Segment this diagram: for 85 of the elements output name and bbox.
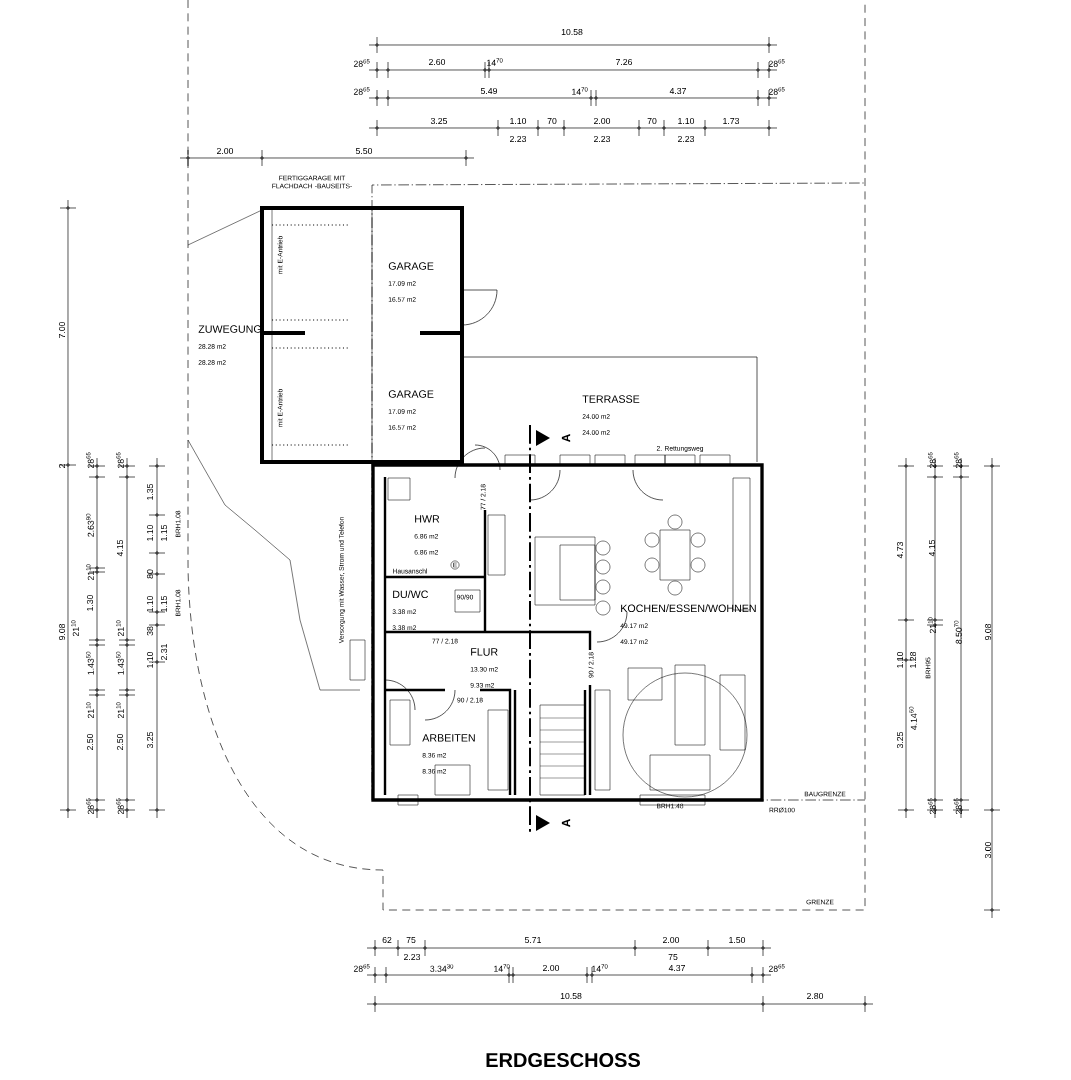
dimension-label: 1.10	[896, 651, 904, 668]
dimension-label: 1.10	[146, 595, 154, 612]
dimension-label: 62	[382, 936, 392, 944]
dimension-label: 1.35	[146, 483, 154, 500]
dimension-label: 14$^{70}$	[494, 964, 510, 972]
dimension-label: 1.28	[909, 651, 917, 668]
dimension-label: 75	[668, 954, 678, 961]
dimension-label: 9.08	[984, 623, 992, 641]
dimension-label: 2.23	[404, 953, 421, 961]
dimension-label: 1.10	[146, 651, 154, 668]
dimension-label: 1.10	[510, 117, 527, 125]
dimension-label: 21$^{10}$	[116, 702, 124, 719]
dimension-label: 14$^{70}$	[592, 964, 608, 972]
dimension-label: 2.23	[594, 135, 611, 143]
dimension-label: 70	[547, 117, 557, 125]
dimension-label: 2.23	[678, 135, 695, 143]
dimension-label: 80	[146, 569, 154, 579]
dimension-label: 5.50	[355, 147, 373, 155]
dimension-label: 1.43$^{50}$	[86, 651, 94, 675]
dimension-label: 8.50$^{70}$	[954, 620, 962, 644]
dimension-label: 2.50	[86, 733, 94, 750]
dimension-label: 7.26	[616, 58, 633, 66]
dimension-label: 5.49	[480, 87, 498, 95]
dimension-label: 2.00	[594, 117, 611, 125]
dimension-label: 14$^{70}$	[572, 87, 588, 95]
dimension-label: 4.37	[669, 87, 686, 95]
dimension-label: 10.58	[561, 28, 583, 36]
dimension-label: 28$^{65}$	[768, 59, 785, 67]
dimension-label: 21$^{10}$	[116, 620, 124, 637]
dimension-label: 28$^{65}$	[768, 87, 785, 95]
dimension-label: 4.37	[668, 964, 685, 972]
dimension-label: 10.58	[560, 992, 582, 1000]
dimension-label: 70	[647, 117, 657, 125]
dimension-label: 38	[146, 626, 154, 636]
dimension-label: 21$^{10}$	[86, 564, 94, 581]
dimension-label: 2.50	[116, 733, 124, 750]
dimension-label: 28$^{65}$	[928, 452, 936, 469]
dimension-label: 28$^{65}$	[954, 452, 962, 469]
dimension-label: 28$^{65}$	[86, 798, 94, 815]
section-letter: A	[561, 434, 571, 443]
dimension-label: 21$^{10}$	[71, 620, 79, 637]
dimension-label: 2.60	[429, 58, 446, 66]
dimension-label: 4.15	[117, 539, 123, 557]
dimension-label: 5.71	[524, 937, 541, 944]
dimension-label: 28$^{65}$	[116, 798, 124, 815]
section-letter: A	[561, 819, 571, 828]
dimension-label: 21$^{10}$	[86, 702, 94, 719]
dimension-label: 9.08	[58, 623, 66, 641]
dimension-label: 1.15	[161, 595, 167, 612]
dimension-label: 1.50	[729, 936, 746, 944]
dimension-label: 28$^{65}$	[928, 798, 936, 815]
dimension-label: 2.23	[510, 135, 527, 143]
dimension-label: 1.73	[723, 117, 740, 125]
dimension-label: 4.14$^{60}$	[909, 706, 917, 730]
dimension-label: 3.25	[146, 731, 154, 749]
dimension-label: 2	[59, 464, 66, 468]
dimension-label: 3.34$^{30}$	[430, 964, 454, 972]
dimension-label: 28$^{65}$	[86, 452, 94, 469]
dimension-label: 1.15	[161, 524, 167, 541]
dimension-label: 28$^{65}$	[116, 452, 124, 469]
dimension-label: 14$^{70}$	[487, 58, 503, 66]
dimension-label: 28$^{65}$	[353, 87, 370, 95]
dimension-label: 28$^{65}$	[353, 59, 370, 67]
dimension-label: 28$^{65}$	[353, 964, 370, 972]
dimension-label: 2.80	[807, 992, 824, 1000]
dimension-label: 3.00	[984, 841, 992, 859]
dimension-label: 2.00	[217, 147, 234, 155]
dimension-label: 1.10	[678, 117, 695, 125]
dimension-label: 4.73	[896, 541, 904, 559]
dimension-label: 2.63$^{90}$	[86, 513, 94, 537]
dimension-label: 3.25	[896, 731, 904, 749]
dimension-label: 21$^{10}$	[928, 617, 936, 634]
dimension-label: 1.30	[86, 594, 94, 611]
dimension-label: 2.00	[663, 936, 680, 944]
title: ERDGESCHOSS	[486, 1052, 640, 1068]
dimension-label: 28$^{65}$	[954, 798, 962, 815]
dimension-label: 2.00	[543, 964, 560, 972]
dimension-label: 7.00	[58, 321, 66, 338]
dimension-label: 3.25	[430, 117, 448, 125]
dimension-label: 1.43$^{50}$	[116, 651, 124, 675]
dimension-label: 4.15	[929, 539, 936, 557]
dimension-label: 2.31	[160, 644, 168, 660]
dimension-label: 75	[406, 937, 416, 944]
dimension-label: 1.10	[146, 524, 154, 541]
dimension-label: 28$^{65}$	[768, 964, 785, 972]
